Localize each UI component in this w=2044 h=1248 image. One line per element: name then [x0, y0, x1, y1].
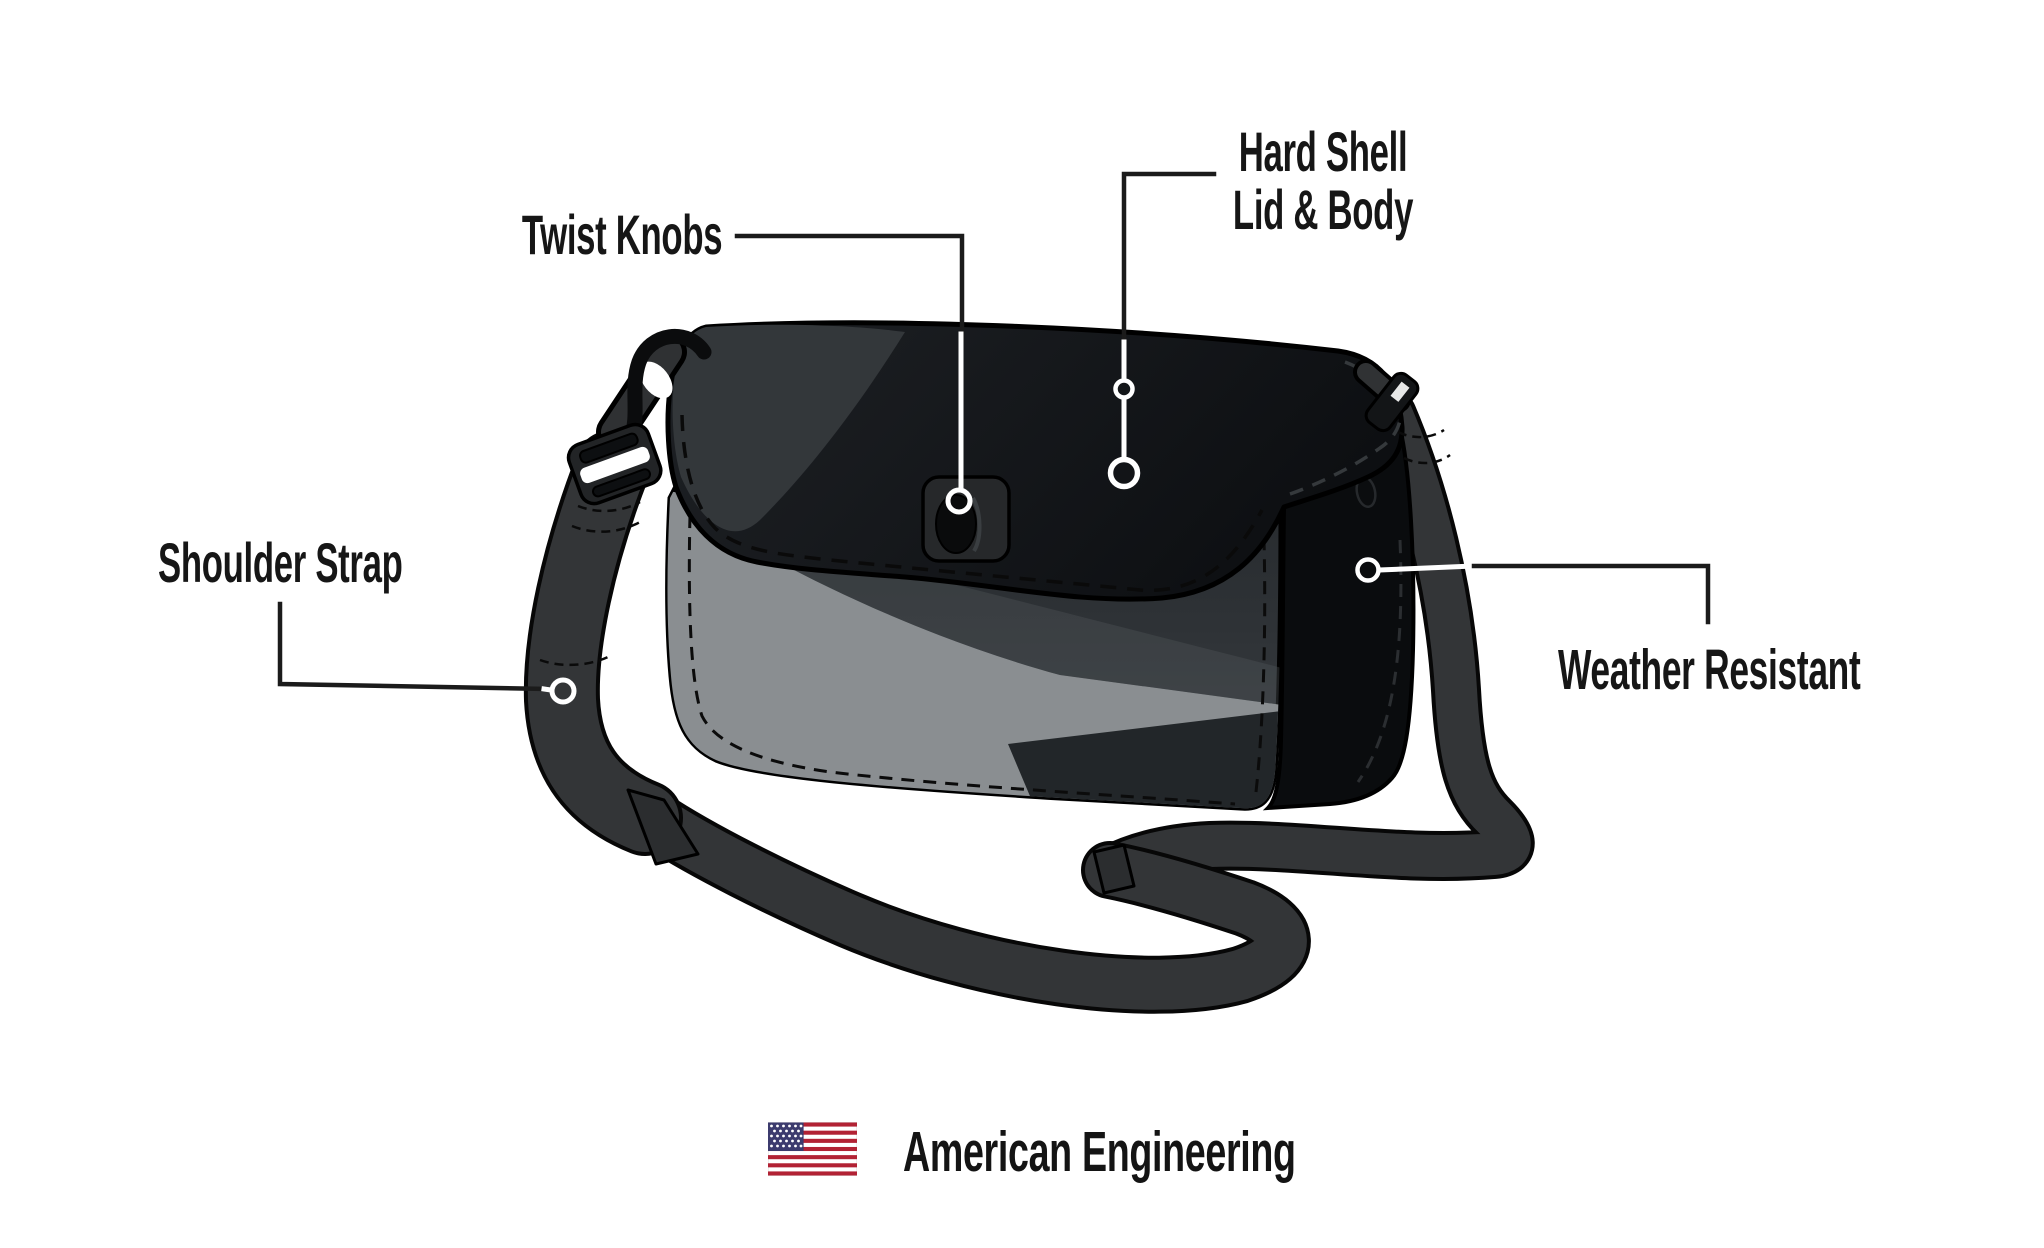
lid-facet-highlight [672, 324, 905, 532]
shoulder-strap-left-segment [523, 430, 683, 856]
lid-stitching [680, 414, 1264, 593]
strap-twist-right [1092, 843, 1136, 895]
flag-stripes [768, 1122, 857, 1176]
panel-facet-mid [775, 540, 1281, 706]
bag-lid [665, 320, 1405, 602]
callout-label-weather-resistant: Weather Resistant [1558, 638, 1861, 702]
lid-wrap-stitching [1289, 419, 1402, 496]
lid-corner-stitching [1344, 360, 1398, 417]
side-panel-stitching [1356, 539, 1403, 783]
strap-stitches [1397, 428, 1451, 465]
clip-hook [623, 329, 712, 446]
leader-shoulder-strap [277, 601, 577, 705]
strap-twist-left [626, 788, 700, 866]
shoulder-strap-right-segment [1085, 390, 1535, 895]
us-flag-icon [768, 1122, 857, 1176]
clip-opening [1390, 381, 1410, 402]
callout-label-twist-knobs: Twist Knobs [521, 203, 723, 266]
clip-opening [639, 361, 673, 399]
strap-adjuster-buckle [566, 422, 663, 506]
leader-hard-shell [1107, 171, 1217, 490]
buckle-slot [580, 446, 650, 484]
marker-ring-shoulder-strap [549, 677, 577, 705]
strap-clip-right [1353, 359, 1451, 465]
callout-label-hard-shell-line2: Lid & Body [1232, 178, 1414, 241]
front-seam-stitching [1254, 539, 1267, 793]
leader-twist-knobs [734, 233, 973, 515]
shoulder-strap-bottom-loop [623, 789, 1311, 1014]
strap-clip-left [596, 329, 712, 451]
strap-stitches [539, 654, 611, 667]
front-panel-stitching [687, 514, 1236, 806]
strap-stitches [571, 500, 641, 533]
callout-label-shoulder-strap: Shoulder Strap [158, 531, 403, 594]
callout-label-hard-shell: Hard Shell Lid & Body [1233, 123, 1413, 239]
flag-canton [768, 1122, 804, 1151]
leader-weather-resistant [1355, 557, 1711, 625]
marker-ring-hard-shell-large [1107, 456, 1141, 490]
flag-stars [770, 1124, 803, 1148]
callout-label-hard-shell-line1: Hard Shell [1238, 120, 1408, 183]
footer-caption: American Engineering [903, 1120, 1296, 1184]
knob-highlight [971, 497, 982, 553]
marker-ring-twist-knobs [945, 487, 973, 515]
